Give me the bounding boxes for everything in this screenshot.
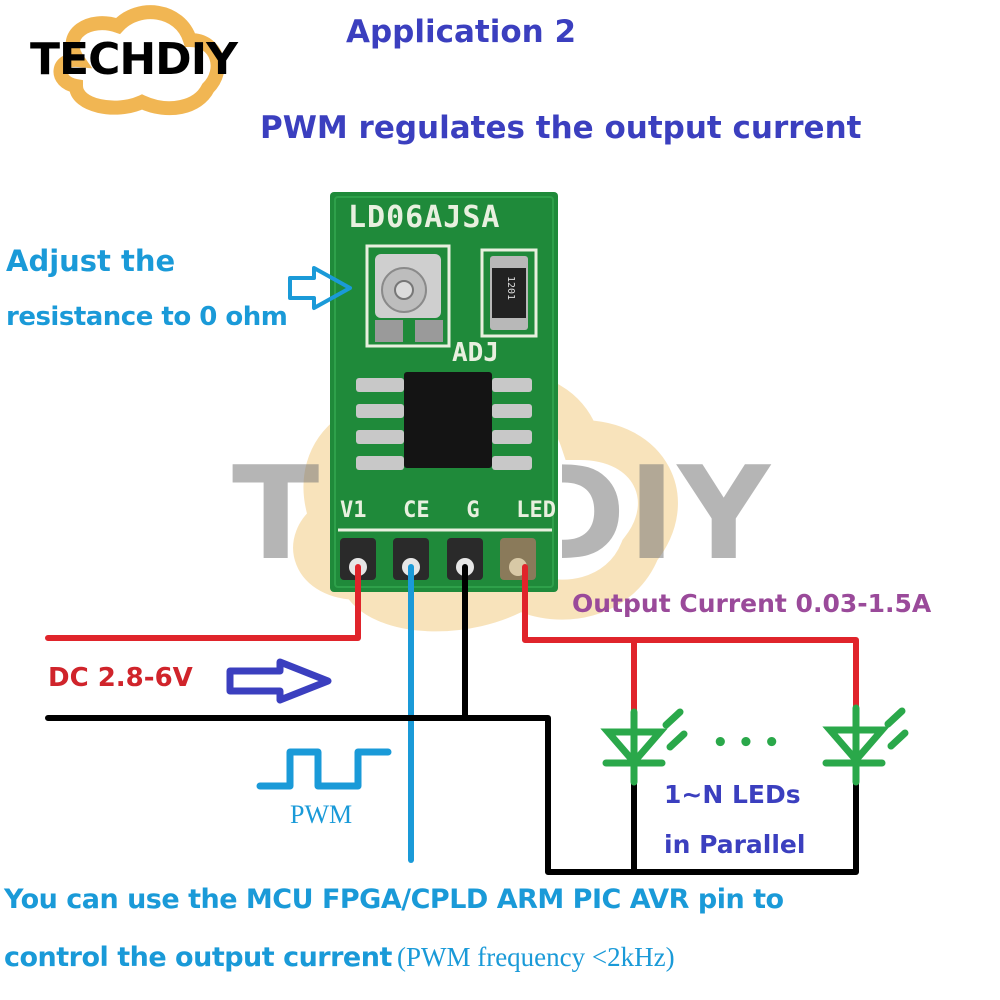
wires bbox=[45, 564, 859, 875]
led-n-icon bbox=[822, 704, 909, 786]
adjust-arrow-icon bbox=[288, 266, 352, 310]
ellipsis-label: • • • bbox=[712, 728, 780, 758]
leds-label-line1: 1~N LEDs bbox=[664, 780, 801, 809]
resistor-code: 1201 bbox=[505, 276, 516, 301]
output-current-label: Output Current 0.03-1.5A bbox=[572, 589, 932, 618]
pin-led-label: LED bbox=[516, 498, 556, 523]
page-subtitle: PWM regulates the output current bbox=[260, 110, 862, 146]
dc-input-label: DC 2.8-6V bbox=[48, 663, 193, 693]
footer-line2-bold: control the output current bbox=[4, 942, 392, 973]
logo-text: TECHDIY bbox=[30, 34, 238, 85]
module-adj-label: ADJ bbox=[452, 338, 499, 368]
led-1-icon bbox=[600, 708, 688, 786]
logo-cloud-icon bbox=[53, 5, 225, 116]
pin-labels: V1 CE G LED bbox=[340, 498, 556, 523]
footer-line2: control the output current (PWM frequenc… bbox=[4, 942, 675, 973]
page-title: Application 2 bbox=[346, 14, 577, 50]
pwm-waveform-icon bbox=[256, 748, 392, 790]
pcb-module bbox=[330, 192, 558, 592]
pin-ce-label: CE bbox=[403, 498, 430, 523]
pin-g-label: G bbox=[466, 498, 480, 523]
leds-label-line2: in Parallel bbox=[664, 830, 806, 859]
footer-line1: You can use the MCU FPGA/CPLD ARM PIC AV… bbox=[4, 884, 784, 915]
adjust-note-line1: Adjust the bbox=[6, 244, 176, 278]
module-model-label: LD06AJSA bbox=[348, 200, 501, 235]
pin-v1-label: V1 bbox=[340, 498, 367, 523]
adjust-note-line2: resistance to 0 ohm bbox=[6, 302, 288, 332]
footer-line2-note: (PWM frequency <2kHz) bbox=[396, 942, 675, 972]
pwm-label: PWM bbox=[290, 800, 353, 829]
dc-arrow-icon bbox=[226, 658, 332, 704]
